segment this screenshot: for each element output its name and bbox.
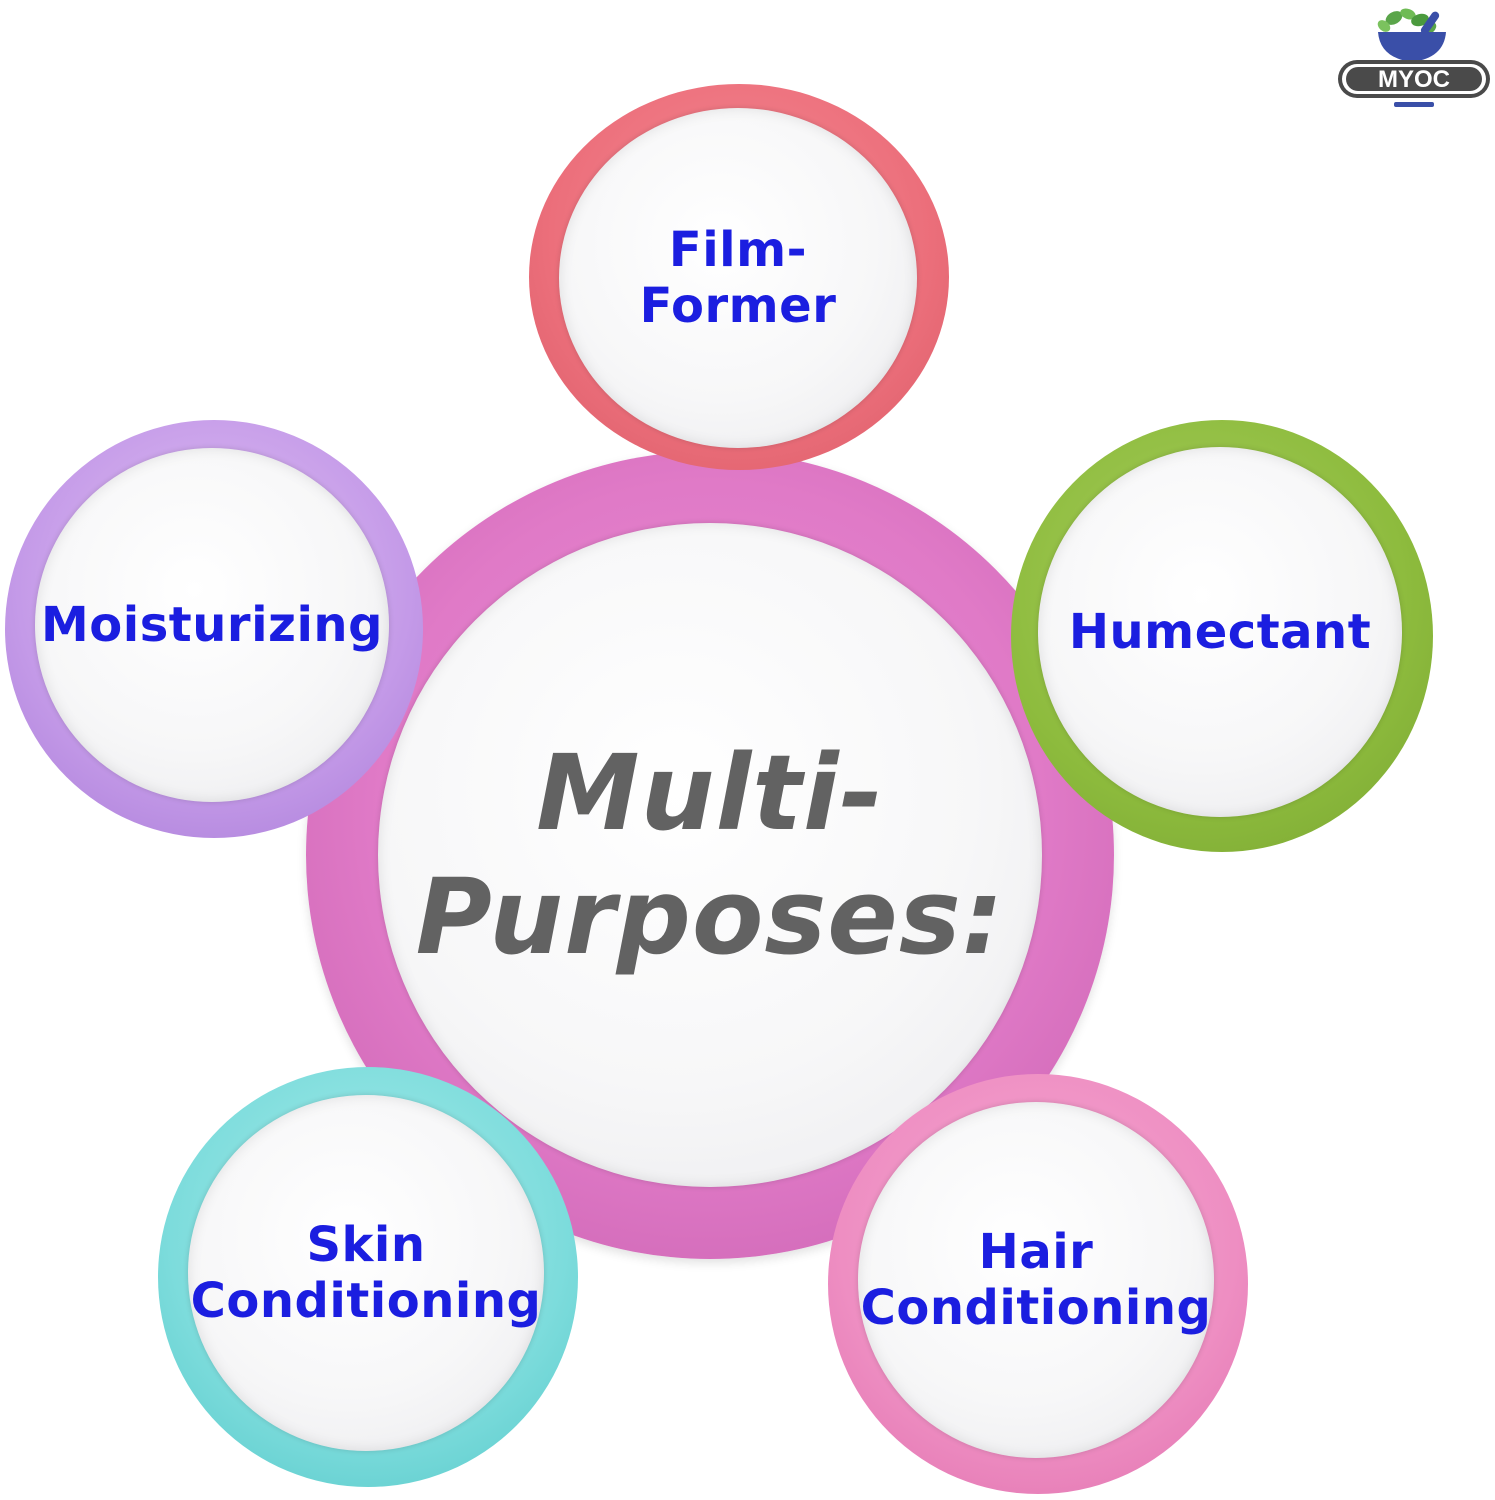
purpose-label-humectant: Humectant [1068,604,1372,660]
logo-text: MYOC [1378,66,1450,93]
purpose-face: Moisturizing [35,448,389,802]
center-ring: Multi- Purposes: [306,451,1114,1259]
logo-mark-icon: MYOC [1338,8,1490,107]
purpose-ring-humectant: Humectant [1011,420,1433,852]
center-face: Multi- Purposes: [378,523,1042,1187]
purpose-ring-skin-conditioning: Skin Conditioning [158,1067,578,1487]
purpose-ring-moisturizing: Moisturizing [5,420,423,838]
purpose-face: Hair Conditioning [858,1102,1214,1458]
purpose-label-skin-conditioning: Skin Conditioning [190,1217,542,1329]
purpose-label-moisturizing: Moisturizing [41,597,383,653]
purpose-label-film-former: Film- Former [639,222,837,334]
purpose-face: Skin Conditioning [188,1095,544,1451]
brand-logo: MYOC [1334,6,1494,110]
purpose-ring-film-former: Film- Former [529,84,949,470]
purpose-label-hair-conditioning: Hair Conditioning [860,1224,1212,1336]
center-title: Multi- Purposes: [415,732,1005,978]
purpose-face: Film- Former [559,108,917,448]
purpose-ring-hair-conditioning: Hair Conditioning [828,1074,1248,1494]
purpose-face: Humectant [1038,447,1402,817]
